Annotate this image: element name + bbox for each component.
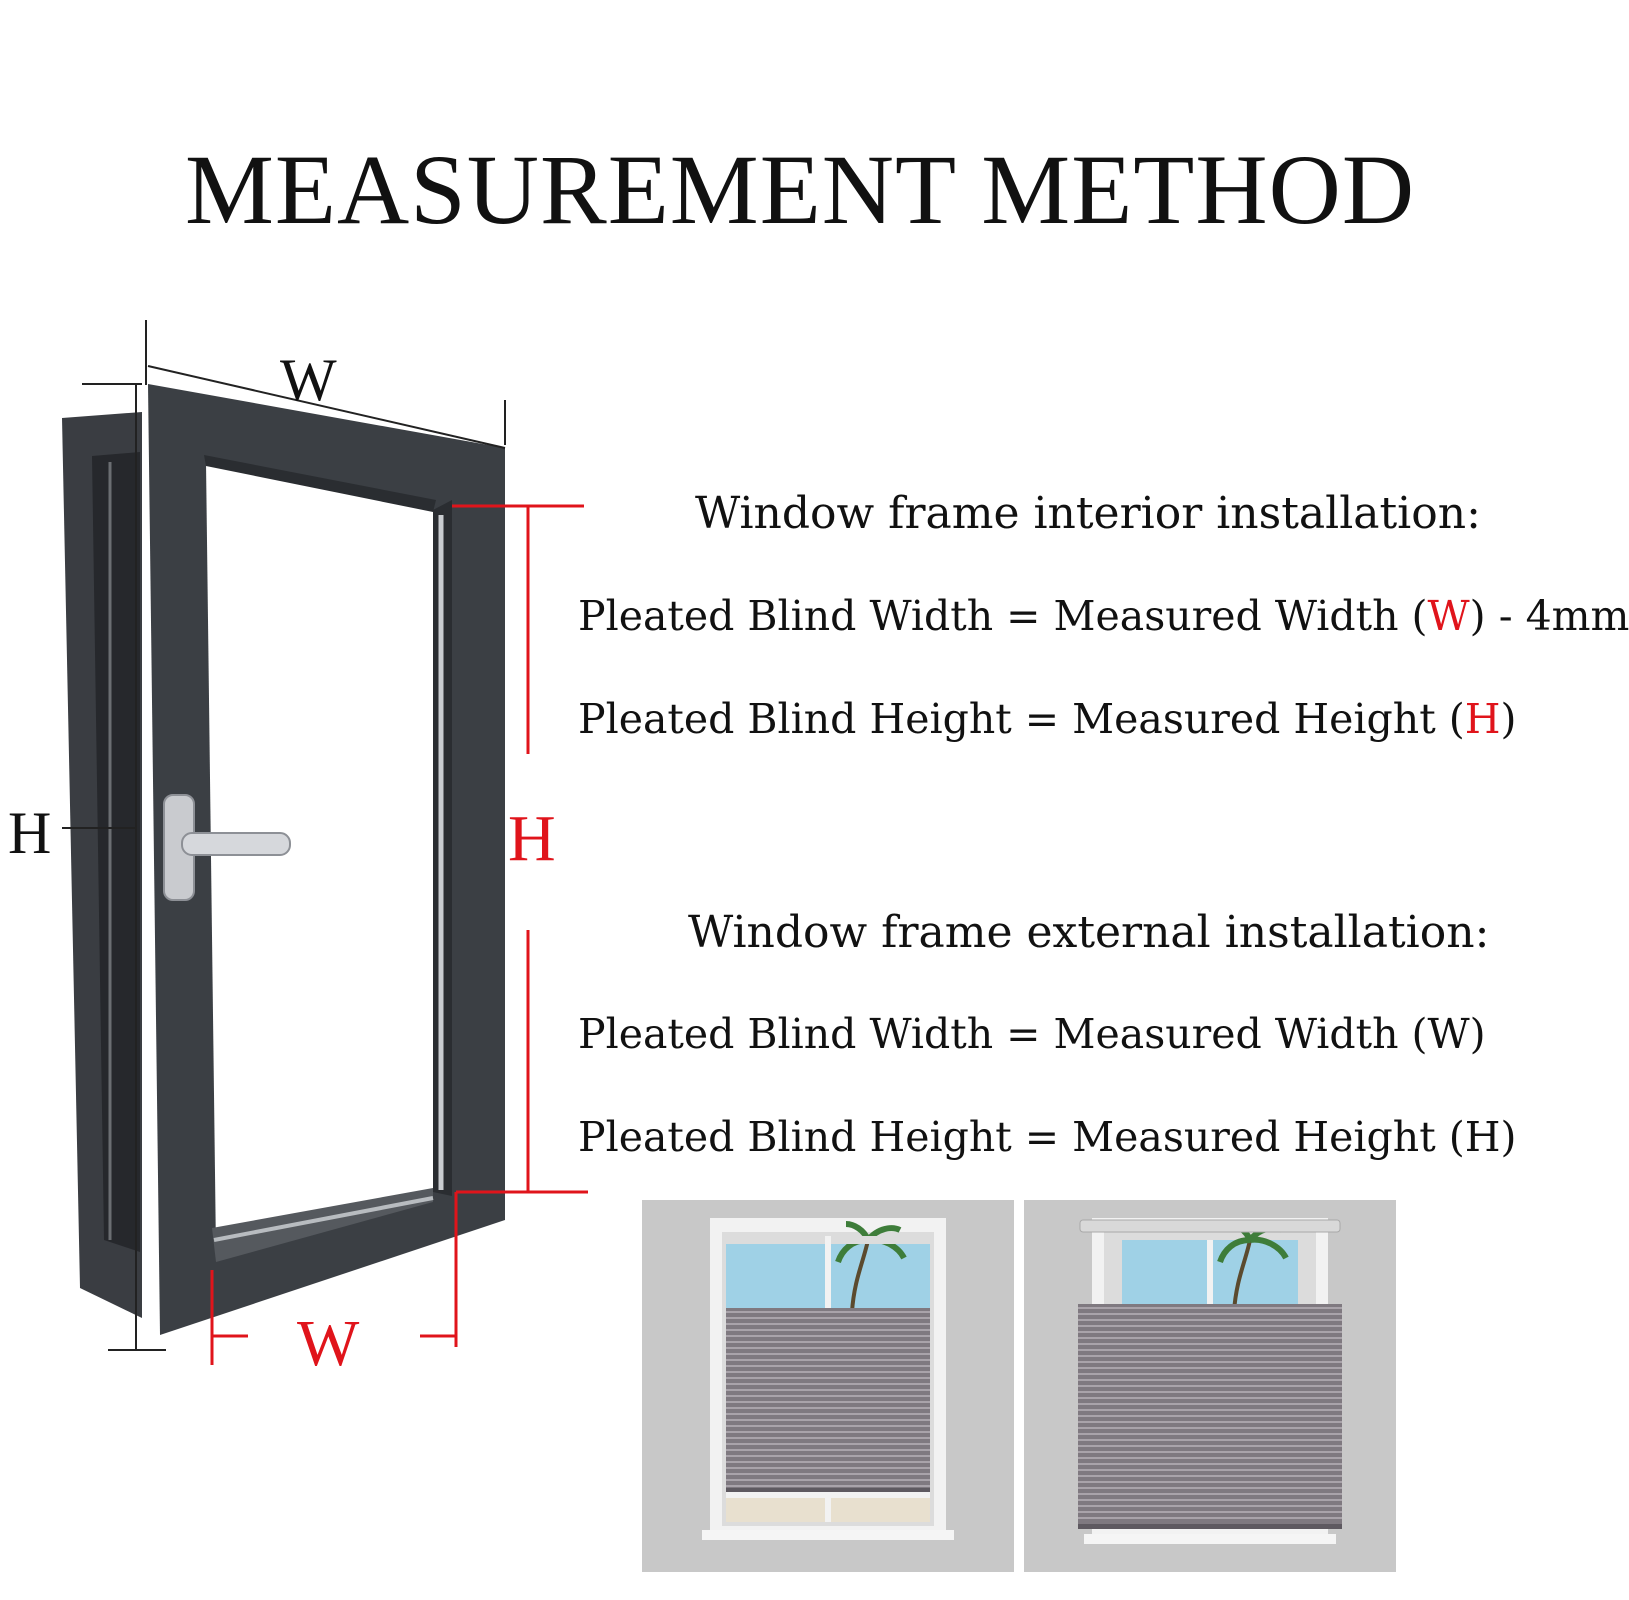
outer-dimension-lines: [62, 320, 506, 1351]
outside-mount-photo: [1024, 1200, 1396, 1572]
inner-width-label: W: [297, 1307, 360, 1380]
formula-prefix: Pleated Blind Height = Measured Height (: [578, 695, 1465, 743]
formula-suffix: ) - 4mm: [1469, 592, 1629, 640]
inside-mount-photo: [642, 1200, 1014, 1572]
inner-dimension-lines: [210, 504, 588, 1365]
window-sill: [1084, 1534, 1336, 1544]
external-heading: Window frame external installation:: [688, 907, 1490, 958]
outer-width-label: W: [280, 347, 337, 413]
inside-mount-illustration: [642, 1200, 1014, 1572]
sash-inner-top: [204, 455, 436, 512]
interior-width-formula: Pleated Blind Width = Measured Width (W)…: [578, 592, 1629, 640]
window-glass: [206, 462, 433, 1252]
sill-highlight: [213, 1196, 434, 1242]
palm-trunk: [850, 1239, 870, 1313]
inner-height-label: H: [508, 802, 556, 875]
window-back-frame-inner: [92, 452, 140, 1252]
page-title: MEASUREMENT METHOD: [184, 134, 1416, 245]
window-diagram: W H H W: [8, 320, 588, 1380]
interior-height-formula: Pleated Blind Height = Measured Height (…: [578, 695, 1516, 743]
width-symbol: W: [1427, 592, 1470, 640]
formula-suffix: ): [1500, 695, 1517, 743]
formula-prefix: Pleated Blind Width = Measured Width (: [578, 592, 1428, 640]
outside-mount-illustration: [1024, 1200, 1396, 1572]
sash-inner-bottom: [212, 1188, 433, 1262]
height-symbol: H: [1464, 695, 1501, 743]
outer-height-label: H: [8, 800, 51, 866]
palm-leaves: [1217, 1221, 1289, 1264]
window-sill: [702, 1530, 954, 1540]
window-handle: [163, 794, 291, 901]
headrail: [1079, 1219, 1341, 1233]
palm-trunk: [1232, 1239, 1252, 1313]
external-height-formula: Pleated Blind Height = Measured Height (…: [578, 1113, 1517, 1161]
external-width-formula: Pleated Blind Width = Measured Width (W): [578, 1010, 1486, 1058]
interior-heading: Window frame interior installation:: [695, 488, 1481, 539]
